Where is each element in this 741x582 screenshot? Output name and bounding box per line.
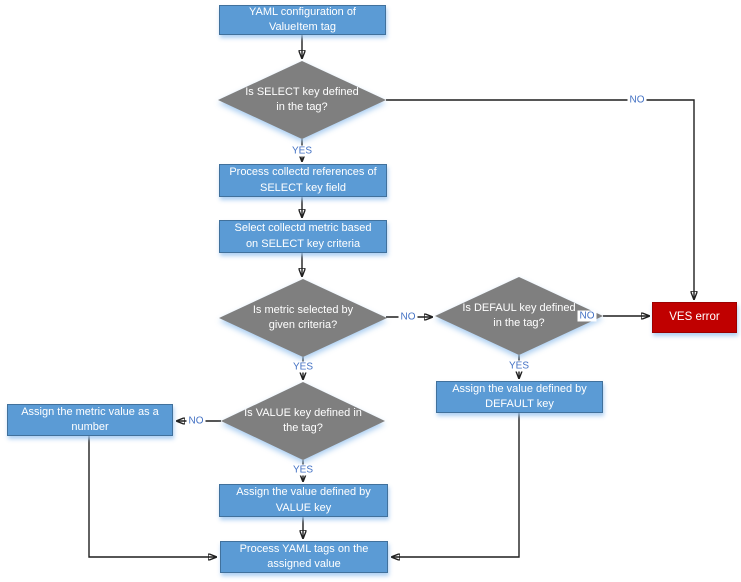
node-process-references-label: Process collectd references of SELECT ke… <box>229 166 377 194</box>
node-assign-default: Assign the value defined by DEFAULT key <box>436 381 603 413</box>
node-assign-metric-number: Assign the metric value as a number <box>7 404 173 436</box>
edge-label-default-yes: YES <box>506 360 532 372</box>
node-assign-value: Assign the value defined by VALUE key <box>219 484 388 517</box>
decision-default-key-label: Is DEFAUL key defined in the tag? <box>462 301 576 329</box>
edge-label-metric-no: NO <box>398 311 418 323</box>
decision-metric-selected: Is metric selected by given criteria? <box>219 279 387 357</box>
node-yaml-config: YAML configuration of ValueItem tag <box>219 5 386 35</box>
decision-select-key-label: Is SELECT key defined in the tag? <box>245 85 359 113</box>
edge-label-select-no: NO <box>627 94 647 106</box>
node-assign-value-label: Assign the value defined by VALUE key <box>236 486 371 514</box>
node-select-metric-label: Select collectd metric based on SELECT k… <box>234 222 372 250</box>
edge-assign-default-to-process-tags <box>392 413 520 557</box>
decision-value-key-label: Is VALUE key defined in the tag? <box>244 406 362 434</box>
node-process-yaml-tags-label: Process YAML tags on the assigned value <box>239 542 369 570</box>
node-process-references: Process collectd references of SELECT ke… <box>219 164 387 197</box>
edge-label-select-yes: YES <box>289 145 315 157</box>
decision-default-key: Is DEFAUL key defined in the tag? <box>435 277 603 355</box>
decision-value-key: Is VALUE key defined in the tag? <box>221 382 385 460</box>
edge-assign-metric-to-process-tags <box>88 436 216 557</box>
node-ves-error: VES error <box>652 302 737 333</box>
edge-label-value-yes: YES <box>290 464 316 476</box>
decision-value-key-shape: Is VALUE key defined in the tag? <box>221 382 385 460</box>
node-assign-default-label: Assign the value defined by DEFAULT key <box>452 382 587 410</box>
node-assign-metric-number-label: Assign the metric value as a number <box>21 405 159 433</box>
decision-metric-selected-shape: Is metric selected by given criteria? <box>219 279 387 357</box>
node-ves-error-label: VES error <box>669 311 720 324</box>
edge-label-default-no: NO <box>577 310 597 322</box>
edge-label-metric-yes: YES <box>290 361 316 373</box>
node-select-metric: Select collectd metric based on SELECT k… <box>219 220 387 253</box>
decision-select-key: Is SELECT key defined in the tag? <box>218 61 386 139</box>
decision-select-key-shape: Is SELECT key defined in the tag? <box>218 61 386 139</box>
edge-label-value-no: NO <box>186 415 206 427</box>
decision-metric-selected-label: Is metric selected by given criteria? <box>252 303 354 331</box>
node-yaml-config-label: YAML configuration of ValueItem tag <box>248 5 356 33</box>
node-process-yaml-tags: Process YAML tags on the assigned value <box>220 541 388 573</box>
edge-select-no-to-ves-error <box>386 99 694 299</box>
